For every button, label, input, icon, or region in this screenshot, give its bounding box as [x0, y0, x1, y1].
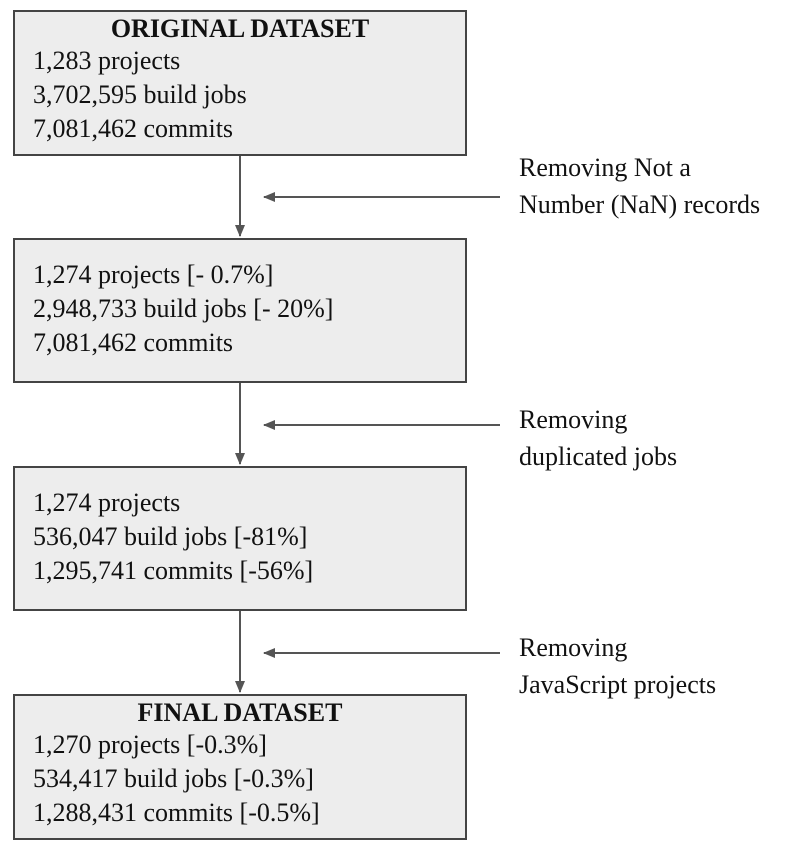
after-nan-build-jobs-count: 2,948,733 build jobs [- 20%] [33, 294, 334, 323]
original-commits-count: 7,081,462 commits [33, 114, 234, 143]
step-label-line: Removing [519, 405, 628, 434]
after-nan-removal-box: 1,274 projects [- 0.7%] 2,948,733 build … [13, 238, 467, 383]
step-label-line: Removing [519, 633, 628, 662]
step-label-duplicate-removal: Removing duplicated jobs [519, 401, 677, 475]
final-dataset-title: FINAL DATASET [137, 698, 343, 727]
step-label-line: Number (NaN) records [519, 190, 761, 219]
after-dup-build-jobs-count: 536,047 build jobs [-81%] [33, 522, 308, 551]
after-nan-commits-count: 7,081,462 commits [33, 328, 234, 357]
after-dup-commits-count: 1,295,741 commits [-56%] [33, 556, 314, 585]
original-dataset-title: ORIGINAL DATASET [110, 14, 370, 43]
original-build-jobs-count: 3,702,595 build jobs [33, 80, 247, 109]
step-label-javascript-removal: Removing JavaScript projects [519, 629, 716, 703]
final-projects-count: 1,270 projects [-0.3%] [33, 730, 267, 759]
step-label-nan-removal: Removing Not a Number (NaN) records [519, 149, 760, 223]
after-nan-projects-count: 1,274 projects [- 0.7%] [33, 260, 274, 289]
final-build-jobs-count: 534,417 build jobs [-0.3%] [33, 764, 314, 793]
step-label-line: Removing Not a [519, 153, 691, 182]
final-dataset-box: FINAL DATASET 1,270 projects [-0.3%] 534… [13, 694, 467, 840]
final-commits-count: 1,288,431 commits [-0.5%] [33, 798, 320, 827]
step-label-line: JavaScript projects [519, 670, 717, 699]
after-dup-projects-count: 1,274 projects [33, 488, 181, 517]
step-label-line: duplicated jobs [519, 442, 678, 471]
original-projects-count: 1,283 projects [33, 46, 181, 75]
original-dataset-box: ORIGINAL DATASET 1,283 projects 3,702,59… [13, 10, 467, 156]
after-duplicate-removal-box: 1,274 projects 536,047 build jobs [-81%]… [13, 466, 467, 611]
